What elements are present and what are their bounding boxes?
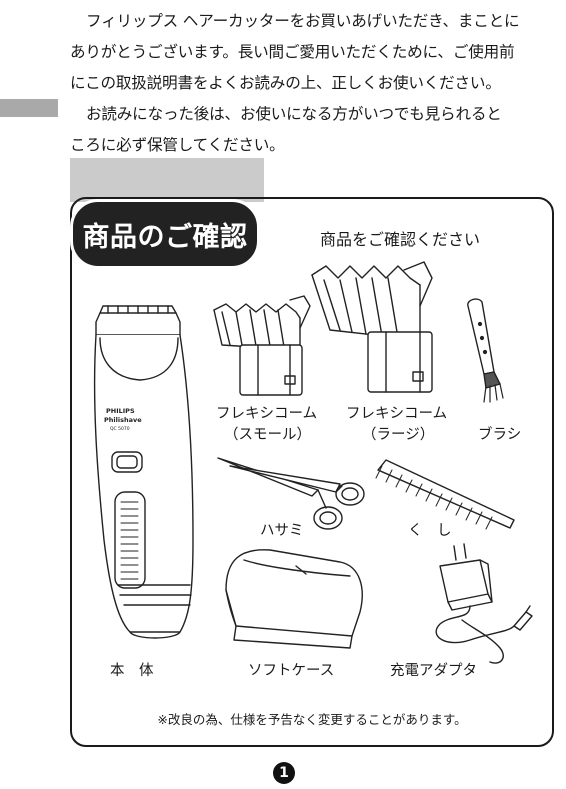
- label-comb-large-size: （ラージ）: [362, 427, 435, 443]
- page-number: 1: [273, 762, 295, 784]
- label-scissors: ハサミ: [260, 523, 304, 539]
- flexi-comb-large-illustration: [311, 261, 433, 393]
- intro-line: ありがとうございます。長い間ご愛用いただくために、ご使用前: [70, 43, 515, 61]
- label-soft-case: ソフトケース: [248, 663, 335, 679]
- section-subtitle: 商品をご確認ください: [320, 230, 481, 249]
- label-comb-small-size: （スモール）: [224, 427, 311, 443]
- contents-panel: [70, 197, 554, 747]
- label-adapter: 充電アダプタ: [390, 663, 477, 679]
- label-comb-large: フレキシコーム: [346, 406, 448, 422]
- spec-change-note: ※改良の為、仕様を予告なく変更することがあります。: [157, 712, 467, 727]
- label-main-body: 本 体: [110, 663, 154, 679]
- device-code-text: QC 5070: [110, 426, 130, 432]
- soft-case-illustration: [225, 549, 363, 649]
- intro-line: ころに必ず保管してください。: [70, 136, 285, 154]
- clipper-body-illustration: [93, 305, 194, 639]
- comb-illustration: [375, 459, 515, 530]
- intro-line: にこの取扱説明書をよくお読みの上、正しくお使いください。: [70, 74, 501, 92]
- label-comb-small: フレキシコーム: [216, 406, 318, 422]
- device-brand-text: PHILIPS: [106, 407, 135, 415]
- page-edge-tab: [0, 99, 58, 117]
- section-header-strip: [70, 158, 264, 202]
- device-model-text: Philishave: [104, 416, 142, 424]
- scissors-illustration: [217, 457, 365, 530]
- label-brush: ブラシ: [478, 427, 522, 443]
- charging-adapter-illustration: [435, 543, 533, 664]
- brush-illustration: [467, 298, 504, 403]
- intro-line: フィリップス ヘアーカッターをお買いあげいただき、まことに: [86, 12, 520, 30]
- flexi-comb-small-illustration: [213, 295, 311, 396]
- section-title: 商品のご確認: [70, 199, 260, 269]
- intro-line: お読みになった後は、お使いになる方がいつでも見られると: [86, 105, 502, 123]
- label-comb: く し: [408, 523, 452, 539]
- intro-text: フィリップス ヘアーカッターをお買いあげいただき、まことに ありがとうございます…: [70, 6, 555, 161]
